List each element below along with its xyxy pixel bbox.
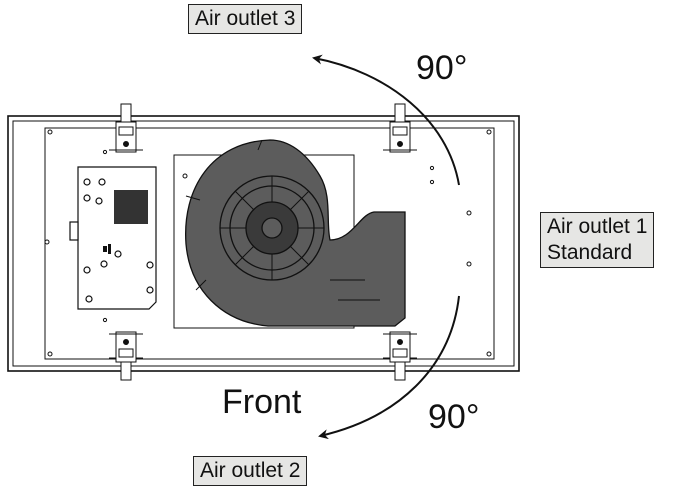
mounting-bracket-top-left (109, 103, 143, 153)
front-label: Front (222, 383, 302, 421)
vent-grille (114, 190, 148, 224)
blower-fan (185, 139, 406, 327)
mounting-holes (44, 129, 492, 357)
angle-label-top: 90° (416, 49, 468, 87)
air-outlet-2-label: Air outlet 2 (200, 459, 301, 482)
callout-air-outlet-3: Air outlet 3 (188, 4, 303, 34)
air-outlet-3-label: Air outlet 3 (195, 7, 296, 30)
air-outlet-1-standard-label: Standard (547, 241, 633, 264)
mounting-bracket-top-right (383, 103, 417, 153)
mounting-bracket-bottom-left (109, 331, 143, 381)
rotation-arrow-bottom (318, 295, 460, 440)
rotation-arrow-top (312, 54, 460, 186)
mounting-bracket-bottom-right (383, 331, 417, 381)
callout-air-outlet-1: Air outlet 1 Standard (540, 212, 655, 268)
control-box (69, 166, 157, 310)
angle-label-bottom: 90° (428, 398, 480, 436)
base-plate (44, 127, 495, 360)
air-outlet-1-label: Air outlet 1 (547, 215, 648, 238)
callout-air-outlet-2: Air outlet 2 (193, 456, 308, 486)
outer-frame (7, 115, 520, 372)
